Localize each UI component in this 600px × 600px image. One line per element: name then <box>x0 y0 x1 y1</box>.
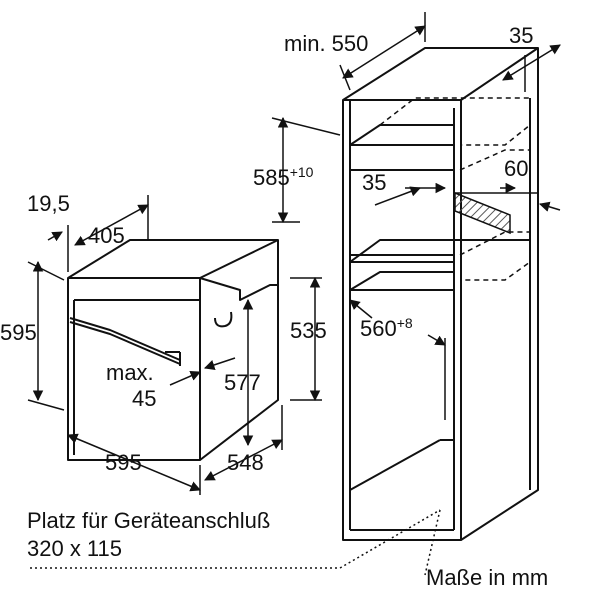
niche-width-value: 560 <box>360 316 397 341</box>
label-niche-width: 560+8 <box>360 316 413 340</box>
cabinet-hidden-edges <box>379 97 531 281</box>
niche-height-tolerance: +10 <box>289 164 314 180</box>
label-niche-height: 585+10 <box>253 165 313 189</box>
label-handle-clearance-value: 45 <box>132 386 157 411</box>
label-handle-clearance-prefix: max. <box>106 360 154 385</box>
note-connection-line2: 320 x 115 <box>27 536 123 561</box>
label-niche-depth: min. 550 <box>284 31 369 56</box>
label-inner-height: 577 <box>224 370 261 395</box>
connection-leader <box>30 509 441 569</box>
label-oven-width: 595 <box>105 450 142 475</box>
label-panel-thickness: 19,5 <box>27 191 70 216</box>
niche-width-tolerance: +8 <box>396 315 413 331</box>
label-oven-depth-top: 405 <box>88 223 125 248</box>
niche-height-value: 585 <box>253 165 290 190</box>
label-side-gap: 35 <box>509 23 534 48</box>
label-vent-height: 60 <box>504 156 529 181</box>
label-vent-depth: 35 <box>362 170 387 195</box>
label-oven-depth: 548 <box>227 450 264 475</box>
vent-slot <box>454 191 511 235</box>
cabinet-front-frame <box>342 99 462 541</box>
label-body-height: 535 <box>290 318 327 343</box>
label-oven-height: 595 <box>0 320 37 345</box>
dimension-lines <box>27 12 561 495</box>
note-connection-line1: Platz für Geräteanschluß <box>27 508 271 533</box>
oven <box>67 239 279 461</box>
note-units: Maße in mm <box>426 565 549 590</box>
cabinet <box>342 47 539 541</box>
